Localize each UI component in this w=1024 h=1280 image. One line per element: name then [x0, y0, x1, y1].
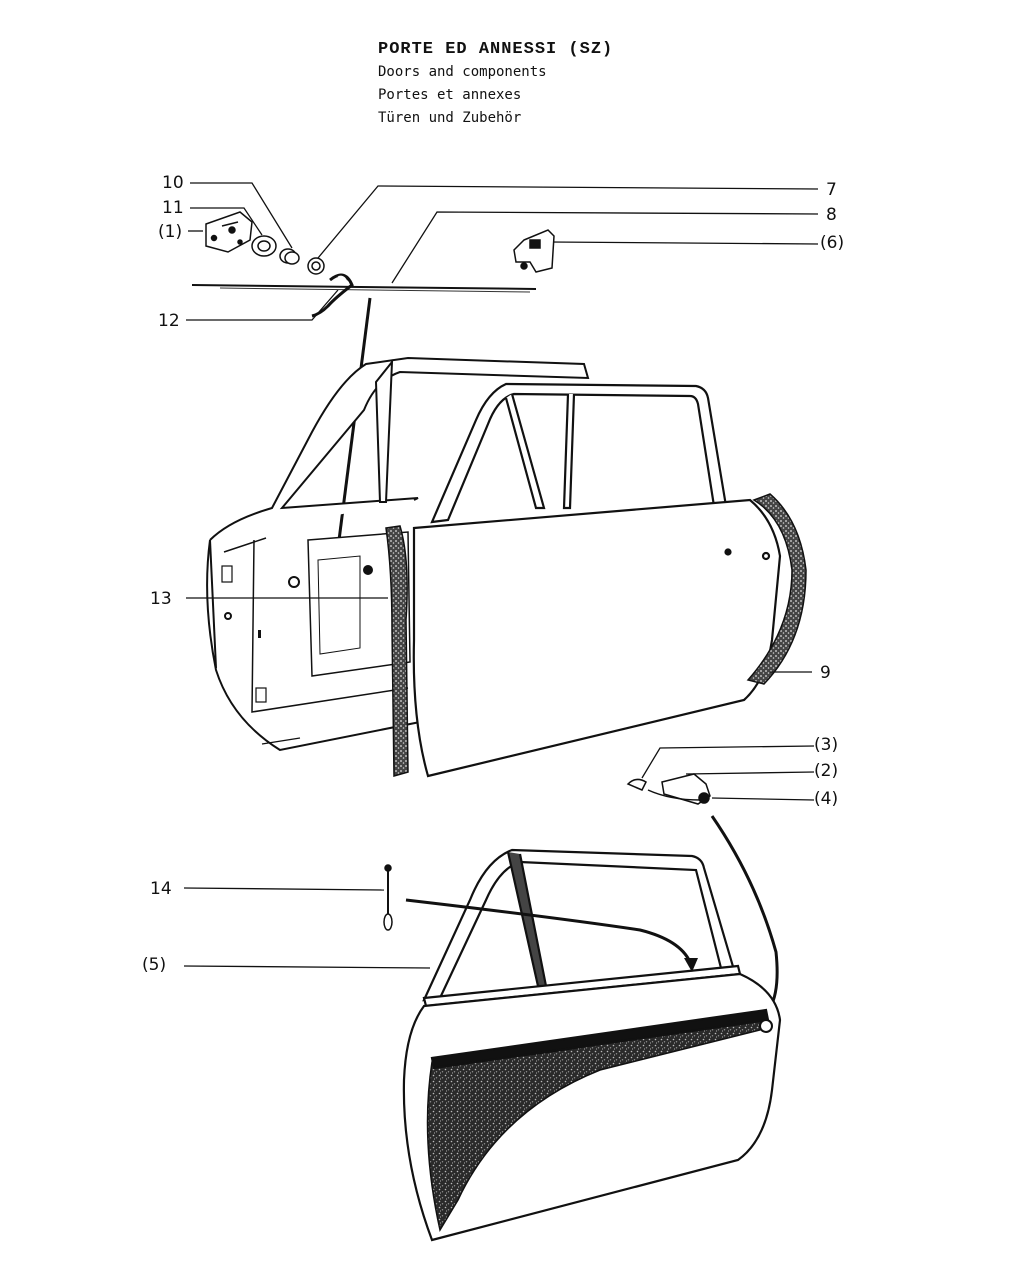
- title-french: Portes et annexes: [378, 87, 522, 103]
- escutcheon-rings-part: [251, 235, 325, 275]
- callout-7: 7: [826, 180, 837, 200]
- callout-8: 8: [826, 205, 837, 225]
- car-body-opening: [206, 356, 590, 752]
- leader-lines-middle: [186, 597, 812, 745]
- leader-lines-top: [186, 182, 819, 321]
- door-check-part: [383, 864, 393, 931]
- callout-4: (4): [814, 789, 838, 809]
- callout-1: (1): [158, 222, 182, 242]
- arrow-check-to-rear-door: [405, 898, 698, 972]
- outer-handle-parts: [626, 745, 815, 805]
- callout-9: 9: [820, 663, 831, 683]
- callout-11: 11: [162, 198, 184, 218]
- leader-lines-bottom: [183, 887, 431, 969]
- door-seal-9: [746, 493, 807, 685]
- door-seal-13: [385, 525, 409, 777]
- callout-14: 14: [150, 879, 172, 899]
- lock-plate-part: [205, 211, 253, 253]
- front-door: [412, 382, 782, 778]
- callout-2: (2): [814, 761, 838, 781]
- rear-door: [402, 848, 782, 1242]
- callout-labels: 10 11 (1) 12 7 8 (6) 13 9 (3) (2) (4) 14…: [142, 173, 844, 975]
- title-block: PORTE ED ANNESSI (SZ) Doors and componen…: [378, 38, 613, 130]
- callout-3: (3): [814, 735, 838, 755]
- callout-13: 13: [150, 589, 172, 609]
- callout-5: (5): [142, 955, 166, 975]
- callout-10: 10: [162, 173, 184, 193]
- title-italian: PORTE ED ANNESSI (SZ): [378, 40, 614, 59]
- title-english: Doors and components: [378, 64, 547, 80]
- striker-part: [513, 229, 555, 273]
- title-german: Türen und Zubehör: [378, 110, 522, 126]
- callout-12: 12: [158, 311, 180, 331]
- callout-6: (6): [820, 233, 844, 253]
- belt-moulding-part: [191, 273, 537, 318]
